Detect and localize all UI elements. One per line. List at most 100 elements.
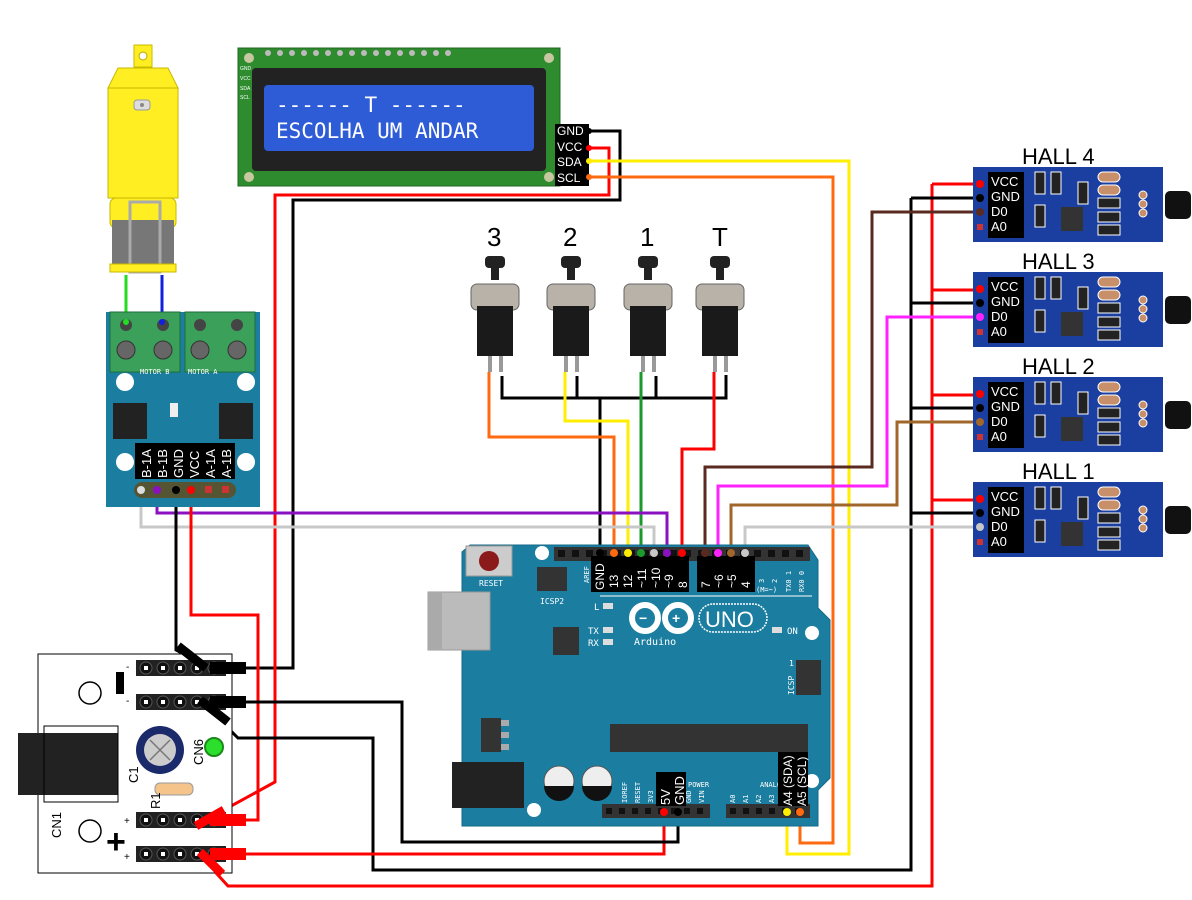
hall-sensor-title: HALL 2 [1022,354,1095,379]
svg-text:+: + [672,610,680,626]
motor-driver-board: MOTOR B MOTOR A B-1A B-1B GND VCC A-1A A… [106,311,260,507]
analog-pin-a5: A5 (SCL) [795,757,809,806]
label-aref: AREF [583,566,591,583]
led-l-label: L [594,603,599,613]
label-cn1: CN1 [49,812,64,838]
analog-pin-label: A3 [768,795,776,803]
lcd-pin-sda: SDA [557,155,582,169]
led-tx-label: TX [588,627,599,637]
power-pin-gnd: GND [672,776,687,805]
label-rx0: RX0 0 [798,571,806,592]
pwm-note: (M=~) [756,586,777,594]
icsp-pin1-label: 1 [789,659,794,668]
rail-sign-3: + [124,816,130,827]
digital-pin-label: ~11 [635,568,649,588]
power-pin-label: GND [685,790,693,803]
wire-endpoint [678,549,686,557]
lcd-pin-vcc: VCC [557,140,583,154]
push-button-label: 3 [487,222,501,252]
model-label: UNO [705,607,754,632]
wire-endpoint [727,549,735,557]
svg-text:−: − [639,610,647,626]
wire-endpoint [637,549,645,557]
icsp2-label: ICSP2 [540,597,564,606]
lcd-line-1: ------ T ------ [276,93,466,117]
wire-endpoint [741,549,749,557]
driver-pin-a1b: A-1B [219,449,234,478]
lcd-display: GND VCC SDA SCL ------ T ------ ESCOLHA … [237,47,592,187]
digital-pin-label: ~9 [662,574,676,588]
digital-pin-label: 12 [621,574,635,588]
label-pin-2: 2 [771,579,779,583]
wire-button-3 [487,372,616,552]
hall-pin-vcc: VCC [991,489,1018,504]
push-button-label: T [712,222,728,252]
label-pin-3: 3 [758,579,766,583]
digital-pin-label: 4 [739,581,753,588]
wire-button-2 [563,372,630,552]
digital-pin-label: GND [593,563,607,590]
lcd-pin-gnd: GND [557,124,584,138]
hall-pin-a0: A0 [991,324,1007,339]
hall-pin-gnd: GND [991,504,1020,519]
wire-driver-gnd [174,490,211,670]
hall-pin-d0: D0 [991,309,1008,324]
push-button-t[interactable]: T [695,222,745,372]
digital-pin-label: 7 [699,581,713,588]
wire-endpoint [674,808,682,816]
analog-pin-label: A0 [729,795,737,803]
hall-pin-vcc: VCC [991,174,1018,189]
driver-pin-a1a: A-1A [203,449,218,478]
wire-endpoint [783,808,791,816]
rail-sign-1: - [126,662,129,673]
hall-pin-a0: A0 [991,429,1007,444]
driver-pin-b1b: B-1B [155,449,170,478]
analog-pin-label: A2 [755,795,763,803]
digital-pin-label: 13 [607,574,621,588]
analog-pin-label: A1 [742,795,750,803]
wire-arduino-gnd [244,700,680,844]
big-plus: + [106,823,126,861]
power-pin-label: IOREF [621,782,629,803]
gear-motor [107,44,179,274]
reset-label: RESET [479,579,503,588]
wire-hall1-d0 [743,525,980,552]
rail-sign-4: + [124,852,130,863]
wire-hall-gnd [204,198,913,872]
wire-endpoint [714,549,722,557]
wire-hall2-d0 [729,420,980,552]
wire-buttons-common [500,375,728,400]
wire-endpoint [624,549,632,557]
wire-hall4-d0 [703,210,980,552]
wire-driver-vcc [189,490,260,822]
digital-pin-label: ~5 [725,574,739,588]
wire-button-t [680,372,716,552]
terminal-label-motor-b: MOTOR B [140,368,170,376]
wire-lcd-vcc [199,146,611,825]
wires [124,129,980,888]
hall-sensor-title: HALL 3 [1022,249,1095,274]
wire-endpoint [596,549,604,557]
wire-endpoint [796,808,804,816]
push-button-3[interactable]: 3 [470,222,520,372]
push-button-label: 2 [563,222,577,252]
hall-sensor-title: HALL 1 [1022,459,1095,484]
driver-pin-vcc: VCC [187,451,202,478]
lcd-small-pin-scl: SCL [240,95,250,101]
rail-sign-2: - [126,696,129,707]
label-c1: C1 [126,766,141,783]
wire-driver-b1a [139,490,656,552]
lcd-line-2: ESCOLHA UM ANDAR [276,119,479,143]
logo-text: Arduino [634,637,676,648]
hall-sensor-title: HALL 4 [1022,144,1095,169]
wire-arduino-5v [244,815,666,856]
wire-lcd-sda [586,159,851,856]
push-button-2[interactable]: 2 [546,222,596,372]
push-button-1[interactable]: 1 [623,222,673,372]
wire-lcd-scl [586,175,835,845]
